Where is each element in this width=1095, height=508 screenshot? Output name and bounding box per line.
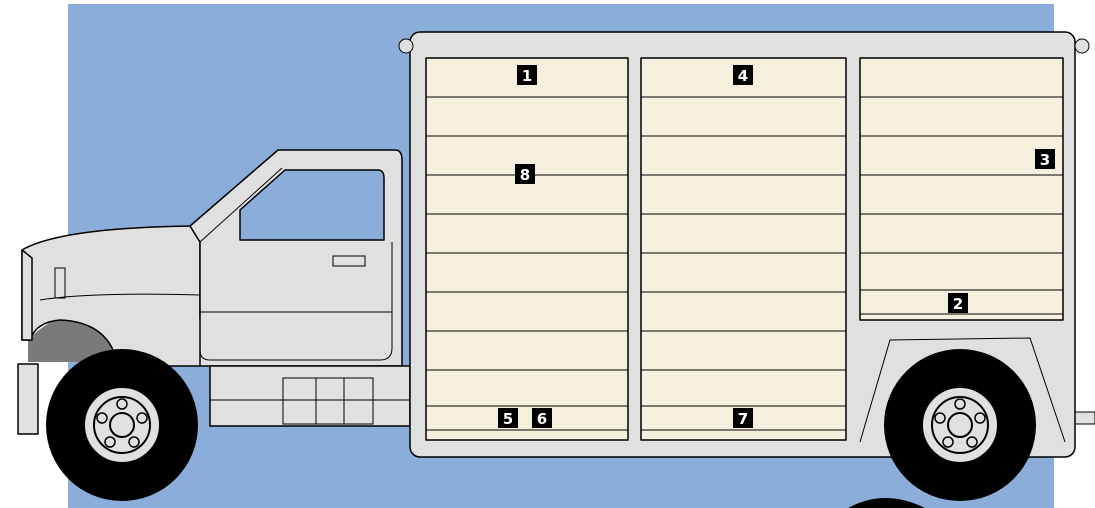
rear-wheel — [884, 349, 1036, 501]
marker-3: 3 — [1035, 149, 1055, 169]
shutter-right — [860, 58, 1063, 320]
grille — [22, 250, 32, 340]
marker-7-label: 7 — [738, 410, 748, 428]
marker-2: 2 — [948, 293, 968, 313]
front-wheel — [46, 349, 198, 501]
marker-2-label: 2 — [953, 295, 963, 313]
marker-1: 1 — [517, 65, 537, 85]
door-handle — [333, 256, 365, 266]
box-corner-left — [399, 39, 413, 53]
marker-5: 5 — [498, 408, 518, 428]
marker-8-label: 8 — [520, 166, 530, 184]
front-bumper — [18, 364, 38, 434]
battery-box — [316, 378, 344, 424]
box-corner-right — [1075, 39, 1089, 53]
shutter-left — [426, 58, 628, 440]
marker-6: 6 — [532, 408, 552, 428]
shutter-middle — [641, 58, 846, 440]
marker-1-label: 1 — [522, 67, 532, 85]
marker-5-label: 5 — [503, 410, 513, 428]
marker-4: 4 — [733, 65, 753, 85]
marker-3-label: 3 — [1040, 151, 1050, 169]
marker-8: 8 — [515, 164, 535, 184]
headlight — [55, 268, 65, 298]
marker-6-label: 6 — [537, 410, 547, 428]
marker-7: 7 — [733, 408, 753, 428]
marker-4-label: 4 — [738, 67, 748, 85]
